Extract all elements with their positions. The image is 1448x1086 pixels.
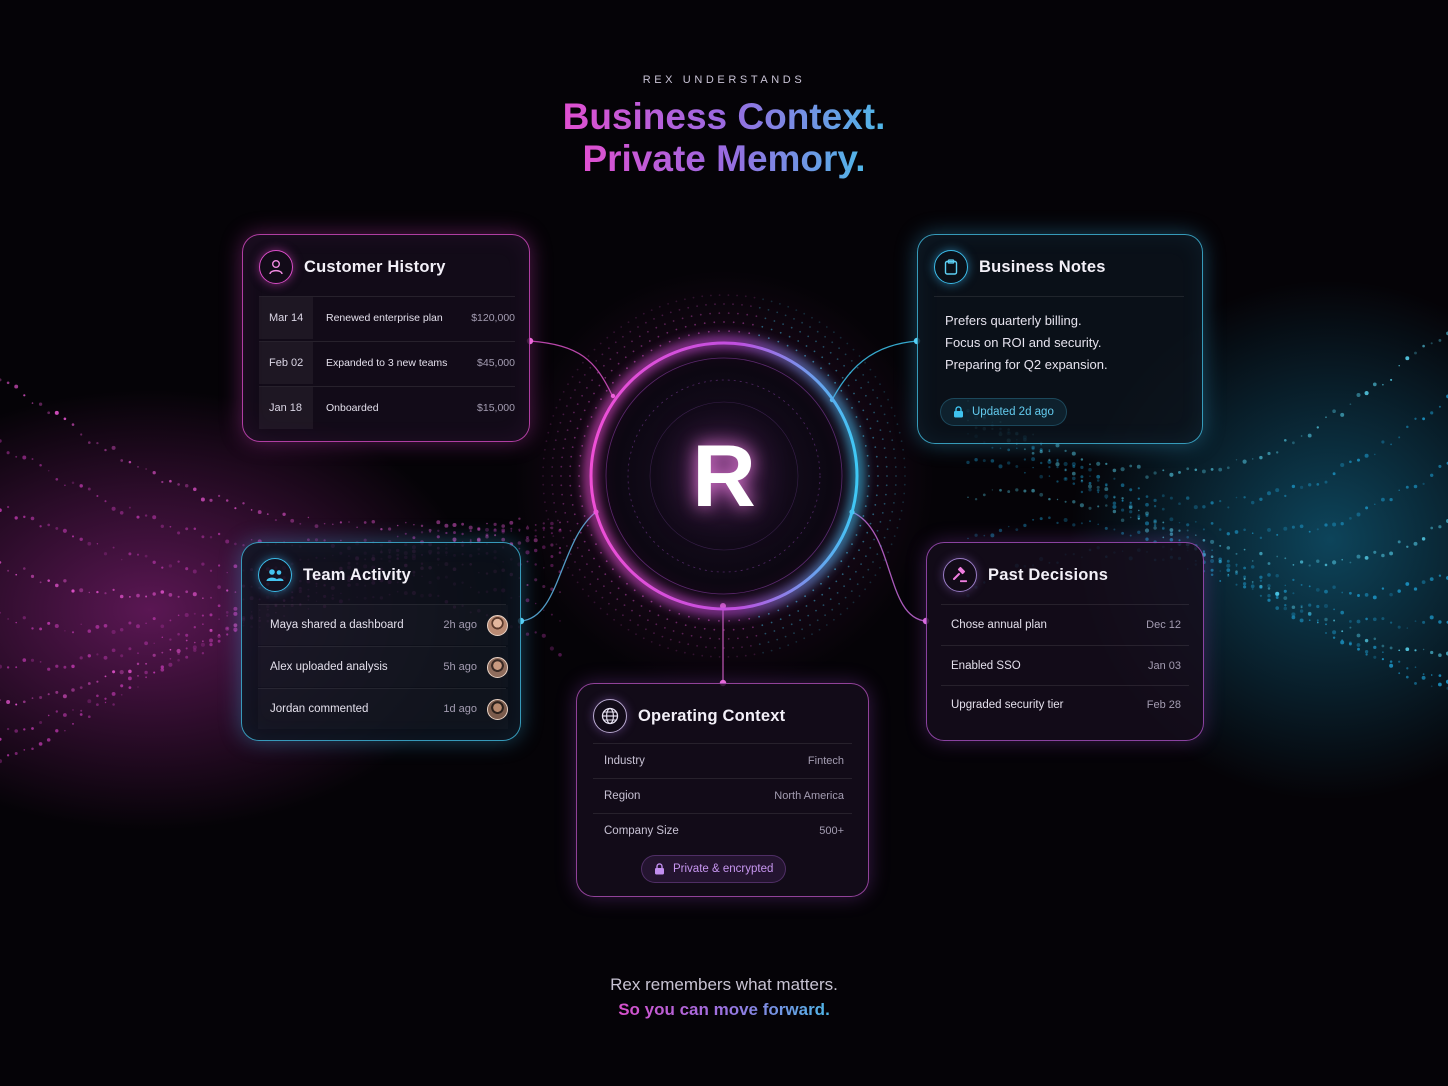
card-title: Business Notes xyxy=(979,257,1106,276)
decision-date: Dec 12 xyxy=(1146,619,1181,631)
avatar xyxy=(487,614,508,636)
history-amount: $15,000 xyxy=(477,402,515,414)
card-title: Operating Context xyxy=(638,706,786,725)
history-amount: $45,000 xyxy=(477,357,515,369)
context-value: Fintech xyxy=(807,755,844,767)
operating-context-card: Operating Context Industry Fintech Regio… xyxy=(576,683,869,897)
card-title: Team Activity xyxy=(303,565,412,584)
customer-history-card: Customer History Mar 14 Renewed enterpri… xyxy=(242,234,530,442)
privacy-badge: Private & encrypted xyxy=(641,855,787,883)
context-row: Region North America xyxy=(604,779,844,813)
footer-cta: So you can move forward. xyxy=(0,1000,1448,1020)
context-value: North America xyxy=(774,790,844,802)
activity-row: Maya shared a dashboard 2h ago xyxy=(258,605,508,645)
team-activity-card: Team Activity Maya shared a dashboard 2h… xyxy=(241,542,521,741)
page-title: Business Context. Private Memory. xyxy=(0,96,1448,180)
note-line: Prefers quarterly billing. xyxy=(945,313,1082,328)
headline-line-1: Business Context. xyxy=(562,96,886,137)
avatar xyxy=(487,698,508,720)
past-decisions-card: Past Decisions Chose annual plan Dec 12 … xyxy=(926,542,1204,741)
note-line: Preparing for Q2 expansion. xyxy=(945,357,1108,372)
history-date: Jan 18 xyxy=(259,387,313,429)
history-event: Expanded to 3 new teams xyxy=(326,357,448,369)
rex-logo-orb xyxy=(542,294,906,658)
decision-text: Enabled SSO xyxy=(951,660,1021,672)
decision-row: Chose annual plan Dec 12 xyxy=(951,605,1181,645)
activity-text: Jordan commented xyxy=(270,703,369,715)
headline-line-2: Private Memory. xyxy=(582,138,866,179)
decision-row: Enabled SSO Jan 03 xyxy=(951,646,1181,686)
card-title: Customer History xyxy=(304,257,446,276)
footer-tagline: Rex remembers what matters. xyxy=(610,975,838,994)
context-row: Company Size 500+ xyxy=(604,814,844,848)
decision-row: Upgraded security tier Feb 28 xyxy=(951,686,1181,724)
avatar xyxy=(487,656,508,678)
context-label: Industry xyxy=(604,755,645,767)
context-value: 500+ xyxy=(819,825,844,837)
activity-text: Maya shared a dashboard xyxy=(270,619,404,631)
updated-text: Updated 2d ago xyxy=(972,406,1054,418)
rex-logo-letter: R xyxy=(692,426,756,525)
context-label: Region xyxy=(604,790,641,802)
activity-row: Alex uploaded analysis 5h ago xyxy=(258,647,508,687)
globe-icon xyxy=(593,699,627,733)
privacy-text: Private & encrypted xyxy=(673,863,774,875)
user-icon xyxy=(259,250,293,284)
business-notes-card: Business Notes Prefers quarterly billing… xyxy=(917,234,1203,444)
lock-icon xyxy=(954,406,963,418)
decision-date: Jan 03 xyxy=(1147,660,1181,672)
clipboard-icon xyxy=(934,250,968,284)
decision-date: Feb 28 xyxy=(1146,699,1181,711)
users-icon xyxy=(258,558,292,592)
note-line: Focus on ROI and security. xyxy=(945,335,1102,350)
history-amount: $120,000 xyxy=(471,312,515,324)
activity-time: 1d ago xyxy=(443,703,477,715)
kicker-text: REX UNDERSTANDS xyxy=(642,74,806,86)
context-row: Industry Fintech xyxy=(604,744,844,778)
card-title: Past Decisions xyxy=(988,565,1109,584)
context-label: Company Size xyxy=(604,825,679,837)
updated-badge: Updated 2d ago xyxy=(940,398,1067,426)
activity-text: Alex uploaded analysis xyxy=(270,661,388,673)
activity-row: Jordan commented 1d ago xyxy=(258,689,508,729)
activity-time: 5h ago xyxy=(443,661,477,673)
decision-text: Chose annual plan xyxy=(951,619,1047,631)
history-date: Mar 14 xyxy=(259,297,313,339)
history-event: Renewed enterprise plan xyxy=(326,312,443,324)
footer-cta-text: So you can move forward. xyxy=(618,1000,830,1019)
history-event: Onboarded xyxy=(326,402,379,414)
history-row: Feb 02 Expanded to 3 new teams $45,000 xyxy=(259,342,515,384)
gavel-icon xyxy=(943,558,977,592)
decision-text: Upgraded security tier xyxy=(951,699,1064,711)
lock-icon xyxy=(655,863,664,875)
history-date: Feb 02 xyxy=(259,342,313,384)
history-row: Jan 18 Onboarded $15,000 xyxy=(259,387,515,429)
connector-lines xyxy=(520,340,927,683)
activity-time: 2h ago xyxy=(443,619,477,631)
history-row: Mar 14 Renewed enterprise plan $120,000 xyxy=(259,297,515,339)
